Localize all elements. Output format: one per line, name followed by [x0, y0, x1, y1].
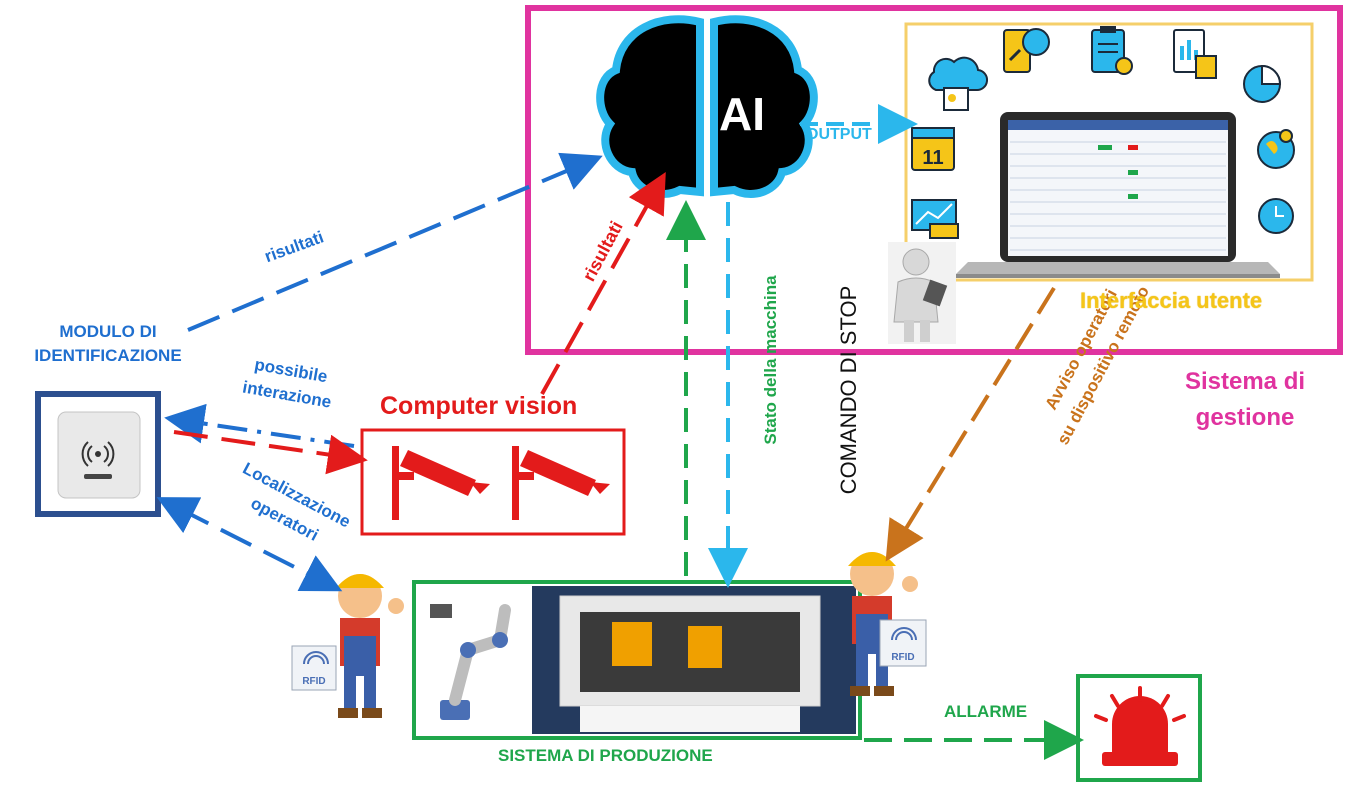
globe-pin-icon — [1257, 129, 1295, 169]
user-tablet-figure — [888, 242, 956, 344]
arrow-localizzazione-operatori — [156, 497, 343, 592]
allarme-label: ALLARME — [944, 702, 1028, 721]
ai-label: AI — [719, 88, 765, 140]
mobile-globe-icon — [1003, 28, 1050, 73]
stato-macchina-label: Stato della macchina — [761, 275, 780, 445]
monitor-dollar-icon — [911, 199, 959, 239]
machine-photo — [532, 586, 856, 734]
arrow-modulo-computer-vision — [173, 430, 368, 475]
sistema-gestione-box — [525, 5, 1343, 355]
sistema-produzione-label: SISTEMA DI PRODUZIONE — [498, 746, 713, 765]
modulo-identificazione-label: MODULO DI IDENTIFICAZIONE — [34, 322, 182, 365]
worker-left-figure — [336, 574, 404, 718]
laptop-icon — [956, 112, 1280, 278]
calendar-day-label: 11 — [922, 147, 943, 169]
ai-brain-icon — [596, 15, 818, 198]
siren-icon — [1094, 686, 1186, 766]
clipboard-clock-icon — [1091, 26, 1133, 75]
report-calculator-icon — [1173, 29, 1217, 79]
rfid-reader-icon — [35, 391, 161, 517]
camera-icon-1 — [392, 446, 490, 520]
arrow-avviso-operatori — [885, 286, 1056, 562]
robot-arm-icon — [418, 586, 528, 734]
camera-icon-2 — [512, 446, 610, 520]
comando-stop-label: COMANDO DI STOP — [836, 286, 861, 495]
arrow-possibile-interazione — [164, 403, 355, 448]
rfid-left-label: RFID — [302, 676, 325, 687]
clock-arrow-icon — [1258, 198, 1294, 234]
risultati-blue-label: risultati — [262, 227, 326, 266]
cloud-user-icon — [928, 56, 988, 111]
rfid-right-label: RFID — [891, 652, 914, 663]
arrow-risultati-cv-ai — [540, 172, 666, 395]
computer-vision-label: Computer vision — [380, 392, 578, 420]
arrow-risultati-modulo-ai — [187, 152, 603, 332]
rfid-badge-right — [879, 619, 927, 667]
computer-vision-box — [360, 428, 626, 536]
rfid-badge-left — [291, 645, 337, 691]
interfaccia-utente-label: Interfaccia utente — [1080, 288, 1263, 313]
output-label: OUTPUT — [806, 126, 872, 143]
sistema-gestione-label: Sistema di gestione — [1184, 368, 1306, 431]
pie-chart-icon — [1243, 64, 1282, 103]
